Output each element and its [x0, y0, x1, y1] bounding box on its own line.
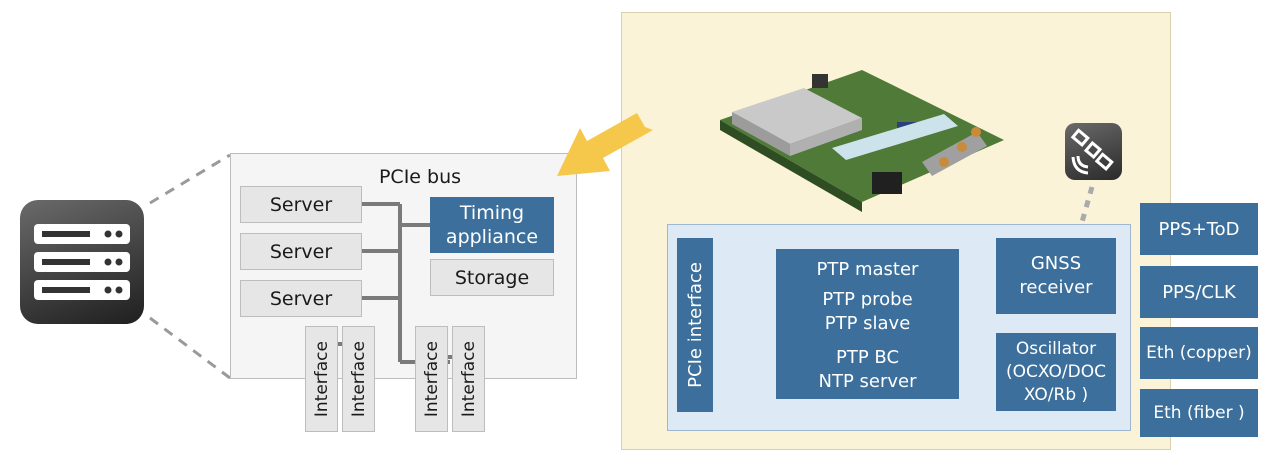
ptp-probe-label: PTP probe — [822, 289, 913, 310]
gnss-receiver-box: GNSS receiver — [996, 238, 1116, 314]
server-box-3: Server — [240, 280, 362, 317]
ptp-ntp-block: PTP master PTP probe PTP slave PTP BC NT… — [776, 249, 959, 399]
oscillator-box: Oscillator (OCXO/DOC XO/Rb ) — [996, 333, 1116, 411]
ptp-master-label: PTP master — [816, 259, 919, 280]
pcie-card-image — [720, 70, 1004, 212]
output-pps-clk: PPS/CLK — [1140, 266, 1258, 318]
pcie-bus-title: PCIe bus — [378, 166, 462, 188]
oscillator-type-line1: (OCXO/DOC — [1006, 362, 1106, 382]
pcie-interface-box: PCIe interface — [677, 238, 713, 412]
server-box-2: Server — [240, 233, 362, 270]
interface-box-1: Interface — [305, 326, 338, 432]
pcie-interface-label: PCIe interface — [684, 262, 706, 388]
oscillator-type-line2: XO/Rb ) — [1023, 385, 1089, 405]
output-pps-tod: PPS+ToD — [1140, 203, 1258, 255]
server-box-1: Server — [240, 186, 362, 223]
ptp-bc-label: PTP BC — [835, 347, 900, 368]
ntp-server-label: NTP server — [818, 371, 917, 392]
server-rack-icon — [20, 200, 144, 324]
oscillator-label: Oscillator — [1015, 339, 1097, 359]
interface-box-4: Interface — [452, 326, 485, 432]
output-eth-copper: Eth (copper) — [1140, 327, 1258, 379]
ptp-slave-label: PTP slave — [824, 313, 911, 334]
satellite-icon — [1065, 123, 1122, 180]
interface-box-2: Interface — [342, 326, 375, 432]
arrow-shape — [557, 113, 653, 176]
output-eth-fiber: Eth (fiber ) — [1140, 389, 1258, 437]
timing-appliance-box: Timing appliance — [430, 197, 554, 253]
dashed-line-top — [149, 153, 231, 205]
interface-box-3: Interface — [415, 326, 448, 432]
storage-box: Storage — [430, 259, 554, 296]
